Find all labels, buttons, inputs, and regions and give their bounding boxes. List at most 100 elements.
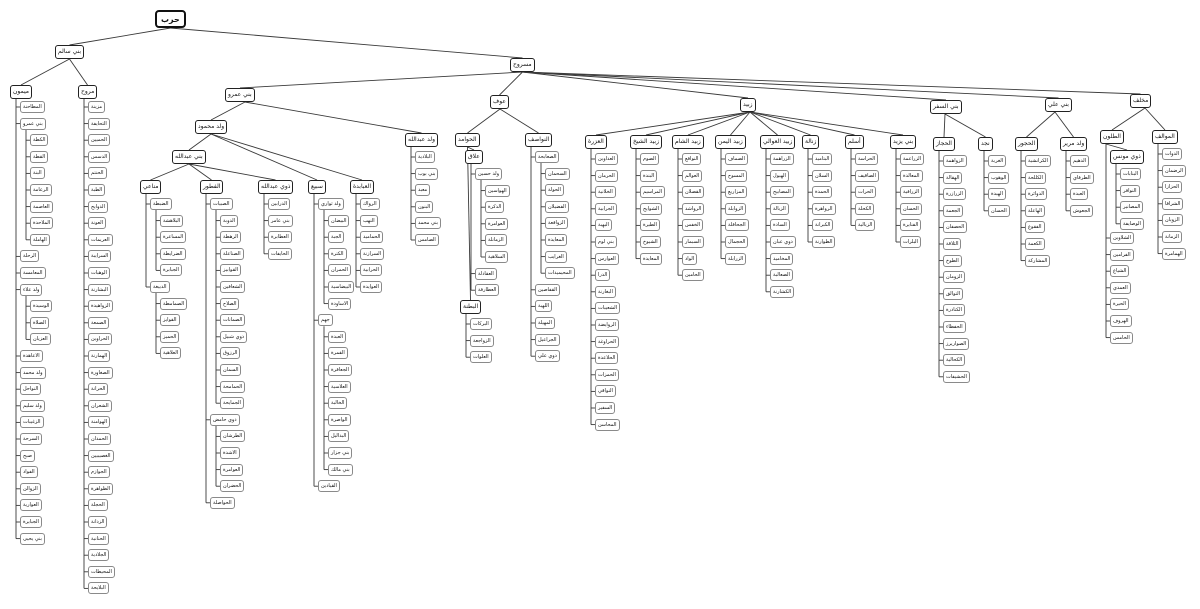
tree-node: الكشارنة <box>770 285 795 298</box>
connector-line <box>1105 143 1128 151</box>
tree-node: المحاسن <box>595 418 620 431</box>
tree-node: الزويان <box>1162 214 1183 227</box>
tree-node: البداليل <box>328 430 350 443</box>
connector-line <box>1144 107 1166 131</box>
tree-node: الحرات <box>855 186 876 199</box>
tree-node: بني بوب <box>415 167 439 180</box>
tree-node: الصوم <box>640 153 659 165</box>
tree-node: المخاميد <box>770 252 794 265</box>
tree-node: الهمامرة <box>1162 247 1186 260</box>
tree-node: الغربة <box>988 155 1007 167</box>
tree-node: النواحل <box>20 383 42 396</box>
connector-line <box>749 111 778 136</box>
tree-node: عوف <box>490 95 509 109</box>
tree-node: بني محمد <box>415 217 442 230</box>
tree-node: الطبة <box>88 184 106 196</box>
tree-node: الكرانشية <box>1025 155 1051 167</box>
connector-line <box>170 27 523 59</box>
tree-node: النوافر <box>1120 184 1140 197</box>
tree-node: السرازنة <box>360 247 385 260</box>
tree-node: الصلاة <box>30 316 49 329</box>
tree-node: الزواهمة <box>943 155 967 167</box>
tree-node: الوهبات <box>88 267 110 279</box>
tree-node: الحسان <box>988 204 1010 217</box>
connector-line <box>467 146 471 301</box>
tree-node: العوامرة <box>485 217 509 230</box>
tree-node: السبمار <box>682 236 704 248</box>
tree-node: السلاهية <box>485 251 509 263</box>
tree-node: ذوي مونس <box>1110 150 1144 164</box>
tree-node: العونة <box>88 217 106 230</box>
tree-node: البلرات <box>900 236 921 248</box>
tree-node: صبح <box>20 449 35 462</box>
tree-node: الحجاز <box>933 137 955 151</box>
tree-node: التحايفة <box>88 117 110 130</box>
tree-node: الشوايح <box>640 202 662 215</box>
tree-node: بني عامر <box>268 214 293 227</box>
tree-node: العزرة <box>585 135 607 149</box>
tree-node: مروح <box>78 85 98 99</box>
tree-node: المحيطات <box>88 565 115 578</box>
tree-node: علاق <box>465 150 483 164</box>
tree-node: الطرفاي <box>1070 171 1094 184</box>
tree-node: الموالف <box>1152 130 1178 144</box>
tree-node: المطاحنة <box>20 101 45 113</box>
tree-node: الدسس <box>88 150 111 163</box>
tree-node: الحمدة <box>812 186 833 199</box>
tree-node: الحايفات <box>268 247 292 260</box>
tree-node: الجعمة <box>943 204 964 217</box>
tree-node: نجد <box>978 137 993 151</box>
tree-node: الفرامين <box>1110 248 1134 261</box>
tree-node: المساعرة <box>160 231 187 244</box>
tree-node: النواقي <box>595 385 616 398</box>
tree-node: الدوبة <box>220 214 239 227</box>
tree-node: الكعمة <box>1025 238 1045 250</box>
tree-node: الجراعيل <box>535 333 560 346</box>
tree-node: الدهيم <box>1070 155 1090 167</box>
connector-line <box>522 71 749 99</box>
tree-node: المزاريع <box>725 186 748 199</box>
tree-node: الجبة <box>328 231 345 244</box>
tree-node: الجرابية <box>595 202 617 215</box>
tree-node: الدبيغة <box>150 281 170 293</box>
tree-node: البندة <box>640 169 658 182</box>
tree-node: الزومان <box>943 271 965 284</box>
tree-node: الصامس <box>415 234 439 246</box>
tree-node: السرايبة <box>88 250 112 263</box>
tree-node: البنة <box>30 167 45 180</box>
tree-node: الزراهمة <box>770 153 794 165</box>
tree-node: الفضيلان <box>545 200 569 213</box>
tree-node: الرواهرة <box>812 202 836 215</box>
tree-node: الحشيفات <box>943 370 970 383</box>
tree-node: المراسيم <box>640 186 665 199</box>
tree-node: السفير <box>595 402 616 414</box>
tree-node: العوالم <box>682 169 703 182</box>
tree-node: الهقالة <box>943 171 963 184</box>
tree-node: الكللحة <box>1025 171 1046 184</box>
tree-node: الوهوب <box>988 171 1010 184</box>
tree-node: الهاعلة <box>1025 204 1046 217</box>
connector-line <box>749 111 904 136</box>
tree-node: الزواهيدة <box>88 300 113 313</box>
tree-node: ولد مرير <box>1060 137 1088 151</box>
tree-node: الروايضة <box>595 319 619 331</box>
tree-node: بني مالك <box>328 463 353 476</box>
tree-node: الهروف <box>1110 315 1132 327</box>
tree-node: البلادية <box>415 151 435 163</box>
tree-node: الظواهرة <box>88 482 114 495</box>
connector-line <box>943 113 946 138</box>
tree-node: الضبطة <box>150 198 172 210</box>
tree-node: الزرازرة <box>943 188 966 201</box>
tree-node: القمرة <box>328 347 348 360</box>
connector-line <box>1111 107 1146 131</box>
tree-node: بني يحيى <box>20 532 45 545</box>
tree-node: السمان <box>220 364 242 376</box>
tree-node: الحرمان <box>595 169 618 182</box>
tree-node: بني يزيد <box>890 135 917 149</box>
tree-node: العلاسية <box>328 380 351 393</box>
connector-line <box>499 108 539 134</box>
tree-node: الاساودة <box>328 297 352 310</box>
tree-node: الزبالية <box>855 219 876 232</box>
tree-node: الزغيبات <box>20 416 44 429</box>
connector-line <box>749 111 811 136</box>
